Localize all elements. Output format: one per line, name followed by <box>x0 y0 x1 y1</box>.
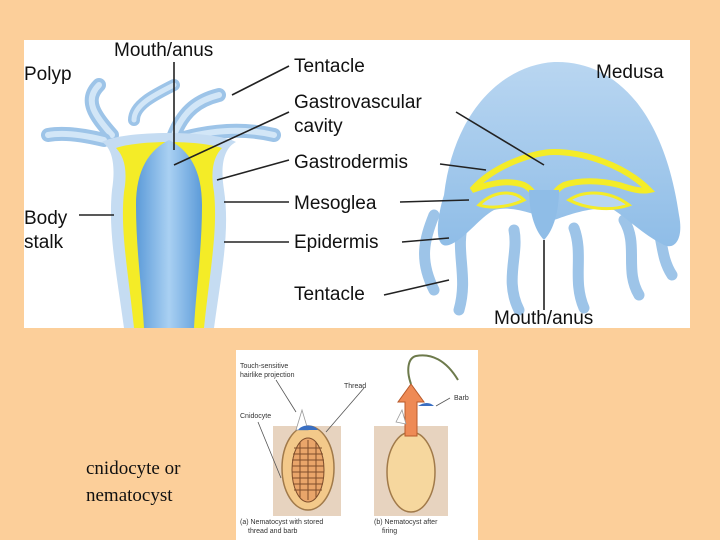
medusa-gastrodermis <box>469 148 656 223</box>
label-barb: Barb <box>454 395 469 402</box>
label-epidermis: Epidermis <box>294 232 379 253</box>
label-mesoglea: Mesoglea <box>294 193 377 214</box>
body-plan-diagram: Polyp Mouth/anus Tentacle Medusa Gastrov… <box>24 40 690 329</box>
label-body-stalk-line2: stalk <box>24 232 64 253</box>
label-projection-line2: hairlike projection <box>240 372 295 379</box>
polyp-tentacles <box>41 78 281 147</box>
label-gastrovascular-line2: cavity <box>294 116 343 137</box>
label-gastrovascular-line1: Gastrovascular <box>294 92 422 113</box>
nematocyst-illustration <box>257 354 459 516</box>
medusa-manubrium <box>529 190 559 240</box>
caption-a-line1: (a) Nematocyst with stored <box>240 519 323 526</box>
medusa-illustration <box>419 61 681 316</box>
medusa-label: Medusa <box>596 62 664 83</box>
caption-a-line2: thread and barb <box>248 528 298 535</box>
label-mouth-anus-top: Mouth/anus <box>114 40 214 61</box>
label-gastrodermis: Gastrodermis <box>294 152 409 173</box>
caption-b-line2: firing <box>382 528 397 535</box>
body-plan-illustration <box>41 61 681 328</box>
nematocyst-stored <box>281 408 335 511</box>
polyp-cavity <box>136 140 202 328</box>
caption-line1: cnidocyte or <box>86 458 181 479</box>
caption-line2: nematocyst <box>86 485 173 506</box>
polyp-label: Polyp <box>24 64 72 85</box>
label-mouth-anus-bottom: Mouth/anus <box>494 308 594 329</box>
nematocyst-labels: Touch-sensitive hairlike projection Thre… <box>240 363 469 535</box>
label-tentacle-bottom: Tentacle <box>294 284 365 305</box>
nematocyst-diagram: Touch-sensitive hairlike projection Thre… <box>236 350 478 540</box>
caption-b-line1: (b) Nematocyst after <box>374 519 438 526</box>
label-thread: Thread <box>344 383 366 390</box>
leader-lines <box>79 62 545 310</box>
label-projection-line1: Touch-sensitive <box>240 363 288 370</box>
nematocyst-caption: cnidocyte or nematocyst <box>86 455 180 509</box>
label-cnidocyte: Cnidocyte <box>240 413 271 420</box>
polyp-illustration <box>41 78 281 328</box>
nematocyst-fired <box>386 354 459 513</box>
label-body-stalk-line1: Body <box>24 208 68 229</box>
label-tentacle-top: Tentacle <box>294 56 365 77</box>
